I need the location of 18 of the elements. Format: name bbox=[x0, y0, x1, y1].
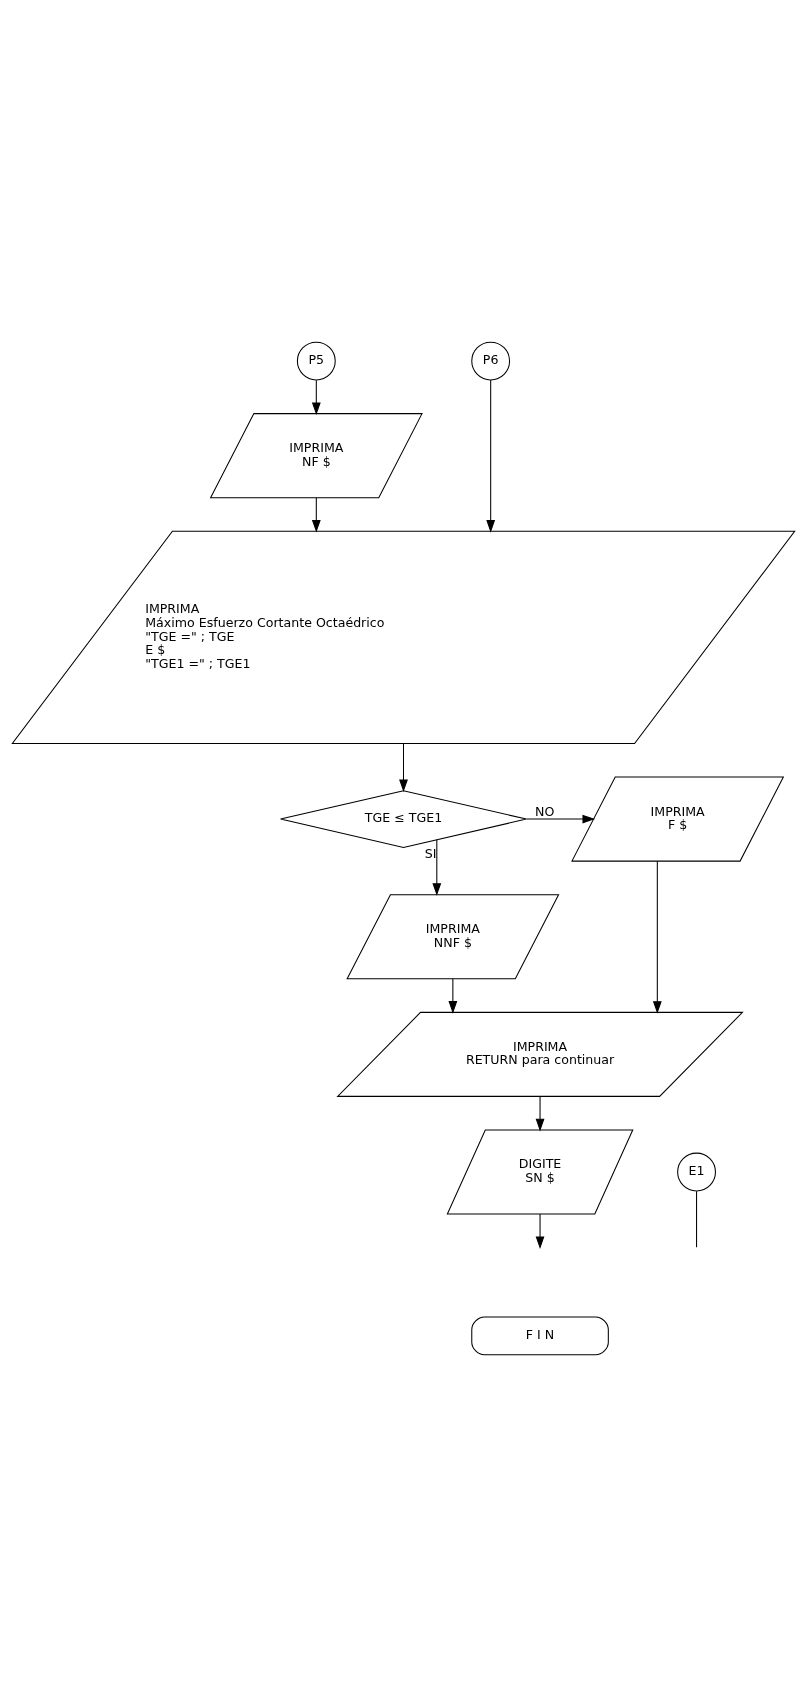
node-box: F I N bbox=[471, 1315, 609, 1355]
node-circle: P6 bbox=[471, 341, 511, 381]
node-circle: E1 bbox=[677, 1152, 716, 1191]
node-diamond: TGE ≤ TGE1 bbox=[280, 789, 527, 848]
arrow bbox=[486, 379, 496, 533]
arrow bbox=[535, 1095, 545, 1131]
arrow bbox=[432, 838, 442, 896]
node-circle: P5 bbox=[296, 341, 336, 381]
arrow bbox=[399, 742, 408, 792]
arrow bbox=[526, 814, 596, 823]
edge-label: NO bbox=[535, 803, 555, 819]
arrow bbox=[535, 1213, 545, 1249]
edge-label: SI bbox=[424, 845, 437, 861]
arrow bbox=[448, 977, 458, 1014]
arrow bbox=[652, 860, 662, 1014]
arrow bbox=[311, 496, 321, 533]
arrow bbox=[311, 379, 321, 415]
connector bbox=[696, 1190, 698, 1248]
